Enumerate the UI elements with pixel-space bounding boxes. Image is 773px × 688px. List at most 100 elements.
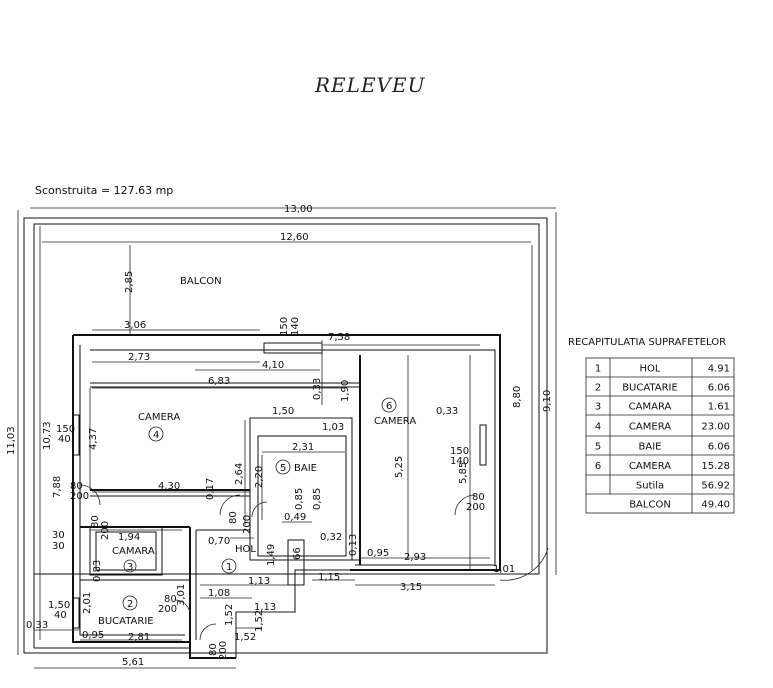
dim-label: 1,90 <box>340 380 351 402</box>
dim-label: 200 <box>466 502 485 513</box>
dim-label: 2,31 <box>292 442 314 453</box>
dim-label: 200 <box>242 515 253 534</box>
dim-label: 80 <box>472 492 485 503</box>
room-balcon: BALCON <box>180 276 222 287</box>
dim-label: 5,25 <box>394 456 405 478</box>
dim-label: 4,37 <box>88 428 99 450</box>
table-cell-name: CAMERA <box>629 461 671 472</box>
dim-label: 80 <box>228 511 239 524</box>
room-baie: BAIE <box>294 463 317 474</box>
dim-label: 3,06 <box>124 320 146 331</box>
dim-label: 5,61 <box>122 657 144 668</box>
room-labels: BALCON CAMERA 4 CAMERA 6 BAIE 5 HOL 1 CA… <box>98 276 416 627</box>
dim-label: 0,33 <box>436 406 458 417</box>
table-cell-name: CAMERA <box>629 422 671 433</box>
dim-label: 40 <box>54 610 67 621</box>
room-camera-6: CAMERA <box>374 416 416 427</box>
dim-label: 1,50 <box>272 406 294 417</box>
room-number-4: 4 <box>153 430 159 441</box>
table-cell-nr: 1 <box>595 364 601 375</box>
dim-balcony-depth: 2,85 <box>124 271 135 293</box>
dim-label: 2,93 <box>404 552 426 563</box>
dimension-lines <box>17 207 557 669</box>
dim-label: 200 <box>218 641 229 660</box>
dim-label: 7,58 <box>328 332 350 343</box>
table-cell-area: 23.00 <box>701 422 730 433</box>
dim-label: 0,95 <box>367 548 389 559</box>
surface-table: RECAPITULATIA SUPRAFETELOR 1 HOL 4.91 2 BUCA… <box>568 337 735 514</box>
dim-label: 0,49 <box>284 512 306 523</box>
dim-inner-width: 12,60 <box>280 232 309 243</box>
table-cell-nr: 2 <box>595 383 601 394</box>
dim-label: 2,01 <box>82 592 93 614</box>
dim-label: 80 <box>164 594 177 605</box>
outer-walls <box>23 217 548 659</box>
dim-label: 0,33 <box>26 620 48 631</box>
table-cell-area: 6.06 <box>708 383 730 394</box>
dim-label: 150 <box>450 446 469 457</box>
table-cell-name: HOL <box>640 364 661 375</box>
table-cell-name: BUCATARIE <box>622 383 678 394</box>
dim-overall-width: 13,00 <box>284 204 313 215</box>
dim-label: 3,01 <box>176 584 187 606</box>
table-cell-nr: 4 <box>595 422 601 433</box>
table-cell-area: 6.06 <box>708 442 730 453</box>
dim-label: 30 <box>52 541 65 552</box>
dim-label: 200 <box>100 521 111 540</box>
dim-label: 200 <box>158 604 177 615</box>
room-bucatarie: BUCATARIE <box>98 616 154 627</box>
dim-label: 2,73 <box>128 352 150 363</box>
dim-label: 0,85 <box>312 488 323 510</box>
table-cell-nr: 6 <box>595 461 601 472</box>
dim-label: 1,52 <box>234 632 256 643</box>
table-cell-area: 4.91 <box>708 364 730 375</box>
dim-label: 200 <box>70 491 89 502</box>
room-number-1: 1 <box>226 562 232 573</box>
surface-table-title: RECAPITULATIA SUPRAFETELOR <box>568 337 726 348</box>
dim-label: 10,73 <box>42 421 53 450</box>
dim-label: 0,95 <box>82 630 104 641</box>
room-number-3: 3 <box>127 562 133 573</box>
dim-label: 2,64 <box>234 463 245 485</box>
dim-label: 0,70 <box>208 536 230 547</box>
table-cell-name: BAIE <box>639 442 662 453</box>
dim-label: 1,01 <box>493 564 515 575</box>
dim-label: 1,50 <box>48 600 70 611</box>
dim-label: 0,85 <box>294 488 305 510</box>
dim-label: 140 <box>450 456 469 467</box>
dim-label: 30 <box>52 530 65 541</box>
dim-label: 2,20 <box>254 466 265 488</box>
dim-label: 7,88 <box>52 476 63 498</box>
dim-label: 4,30 <box>158 481 180 492</box>
dim-label: 0,33 <box>312 378 323 400</box>
dimension-labels: 13,00 12,60 2,85 3,06 150 140 7,58 2,73 … <box>6 204 553 668</box>
dim-label: 0,13 <box>348 534 359 556</box>
dim-label: 1,08 <box>208 588 230 599</box>
dim-label: 8,80 <box>512 386 523 408</box>
dim-label: 40 <box>58 434 71 445</box>
dim-label: 4,10 <box>262 360 284 371</box>
door-swings <box>79 397 549 641</box>
dim-label: 1,52 <box>254 610 265 632</box>
table-cell-name: Sutila <box>636 481 664 492</box>
dim-label: 1,49 <box>266 544 277 566</box>
dim-label: 9,10 <box>542 390 553 412</box>
dim-label: 3,15 <box>400 582 422 593</box>
dim-label: 1,13 <box>248 576 270 587</box>
dim-label: 80 <box>70 481 83 492</box>
dim-label: 150 <box>279 317 290 336</box>
table-cell-area: 15.28 <box>701 461 730 472</box>
room-number-2: 2 <box>127 599 133 610</box>
dim-label: 140 <box>290 317 301 336</box>
built-area-label: Sconstruita = 127.63 mp <box>35 184 173 197</box>
room-number-6: 6 <box>386 401 392 412</box>
table-cell-area: 56.92 <box>701 481 730 492</box>
dim-label: 2,81 <box>128 632 150 643</box>
table-cell-nr: 5 <box>595 442 601 453</box>
dim-label: 1,94 <box>118 532 140 543</box>
dim-label: 5,85 <box>458 462 469 484</box>
dim-label: 6,83 <box>208 376 230 387</box>
dim-label: 0,17 <box>205 478 216 500</box>
drawing-title: RELEVEU <box>314 73 426 97</box>
dim-label: 11,03 <box>6 426 17 455</box>
